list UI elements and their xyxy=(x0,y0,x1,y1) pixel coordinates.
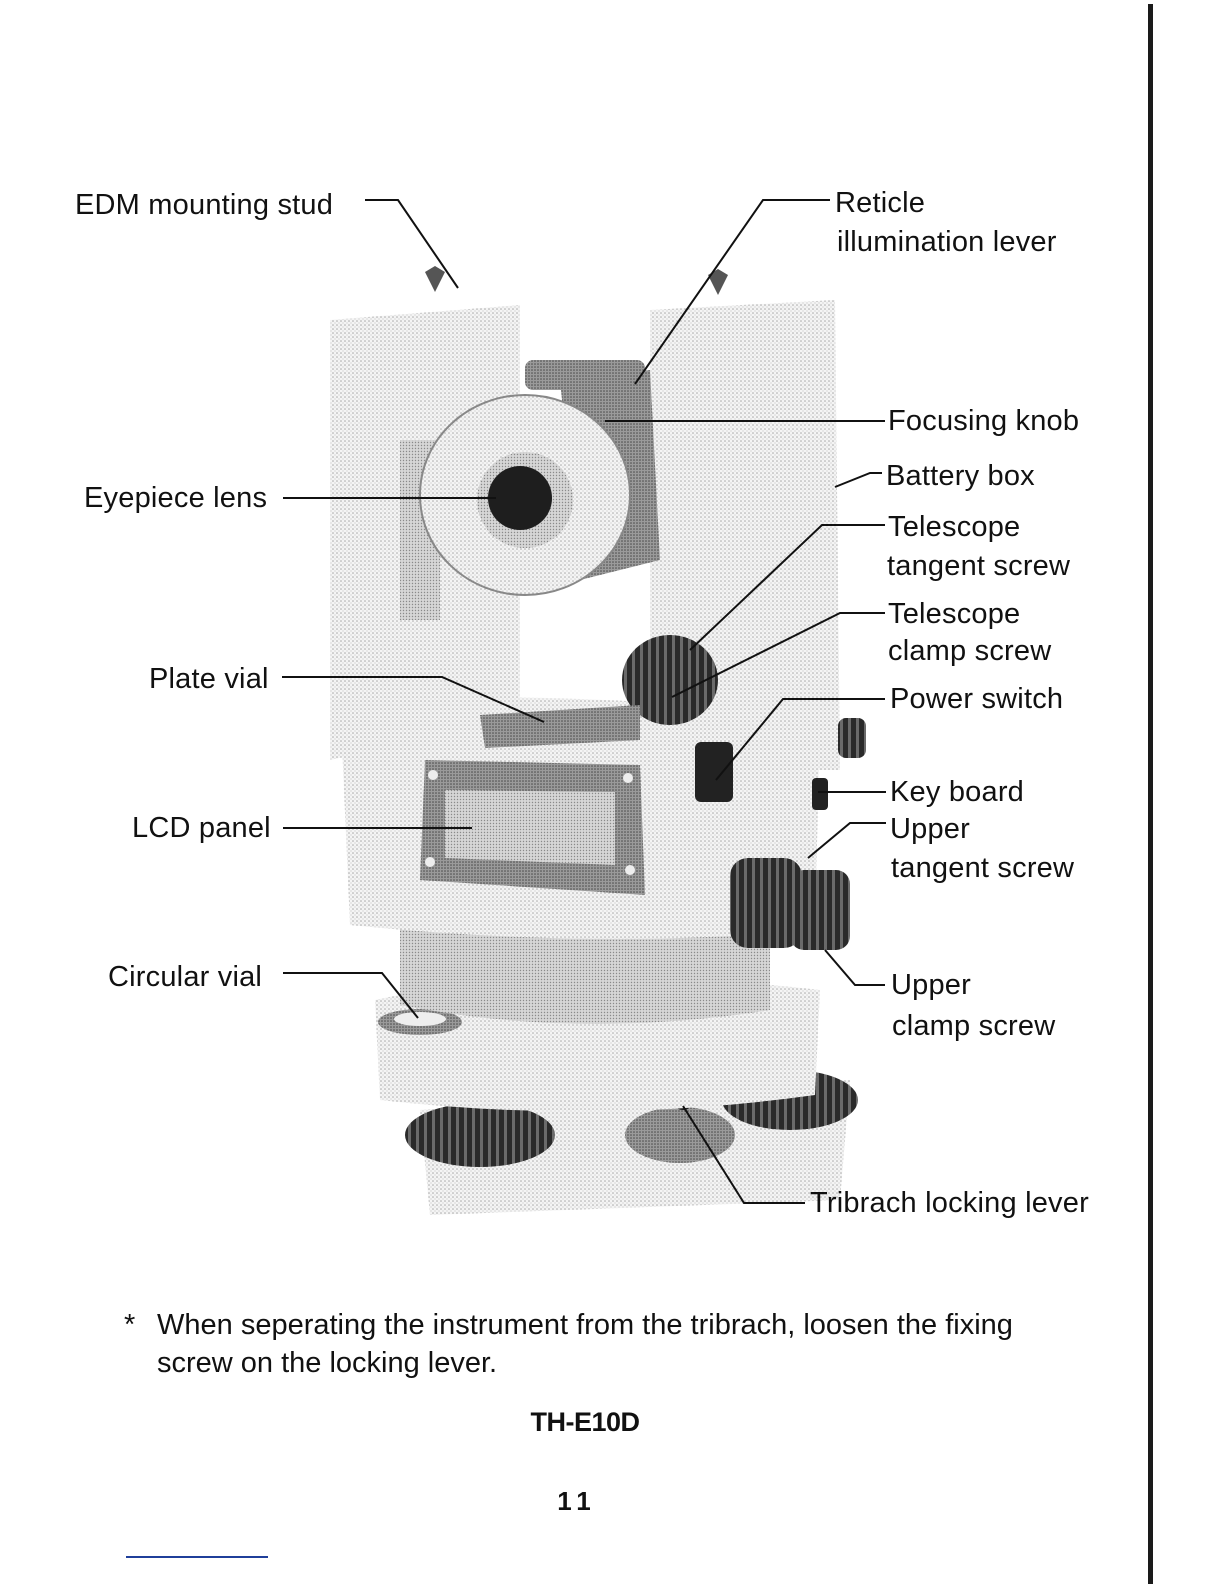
footnote-marker: * xyxy=(124,1309,136,1341)
label-eyepiece-lens: Eyepiece lens xyxy=(84,482,268,514)
page-border-rule xyxy=(1148,4,1153,1584)
edm-studs xyxy=(425,266,728,295)
label-reticle-illumination-lever-line1: Reticle xyxy=(835,187,926,219)
power-switch-shape xyxy=(695,742,733,802)
label-tribrach-locking-lever: Tribrach locking lever xyxy=(810,1187,1089,1219)
telescope xyxy=(419,360,660,596)
upper-screws xyxy=(730,858,850,950)
side-knob-top xyxy=(838,718,866,758)
label-telescope-tangent-screw-line1: Telescope xyxy=(888,511,1021,543)
label-upper-clamp-screw-line2: clamp screw xyxy=(892,1010,1056,1042)
tribrach-base xyxy=(405,1070,858,1215)
label-battery-box: Battery box xyxy=(886,460,1035,492)
label-telescope-clamp-screw-line1: Telescope xyxy=(888,598,1021,630)
label-upper-tangent-screw-line2: tangent screw xyxy=(891,852,1075,884)
telescope-knob xyxy=(622,635,718,725)
label-key-board: Key board xyxy=(890,776,1024,808)
label-circular-vial: Circular vial xyxy=(108,961,263,993)
lcd-panel-shape xyxy=(420,760,645,895)
label-reticle-illumination-lever-line2: illumination lever xyxy=(837,226,1057,258)
label-focusing-knob: Focusing knob xyxy=(888,405,1080,437)
footnote-text: When seperating the instrument from the … xyxy=(157,1309,1013,1379)
label-upper-tangent-screw-line1: Upper xyxy=(890,813,970,845)
leader-lines xyxy=(282,199,886,1204)
label-lcd-panel: LCD panel xyxy=(132,812,271,844)
label-telescope-clamp-screw-line2: clamp screw xyxy=(888,635,1052,667)
label-upper-clamp-screw-line1: Upper xyxy=(891,969,971,1001)
key-board-shape xyxy=(812,778,828,810)
label-telescope-tangent-screw-line2: tangent screw xyxy=(887,550,1071,582)
page-number: 11 xyxy=(557,1486,597,1516)
model-name: TH-E10D xyxy=(530,1407,640,1437)
label-plate-vial: Plate vial xyxy=(149,663,269,695)
footer-rule xyxy=(126,1556,268,1558)
theodolite-illustration xyxy=(282,199,886,1215)
plate-vial-shape xyxy=(480,705,640,748)
label-edm-mounting-stud: EDM mounting stud xyxy=(75,189,334,221)
label-power-switch: Power switch xyxy=(890,683,1064,715)
